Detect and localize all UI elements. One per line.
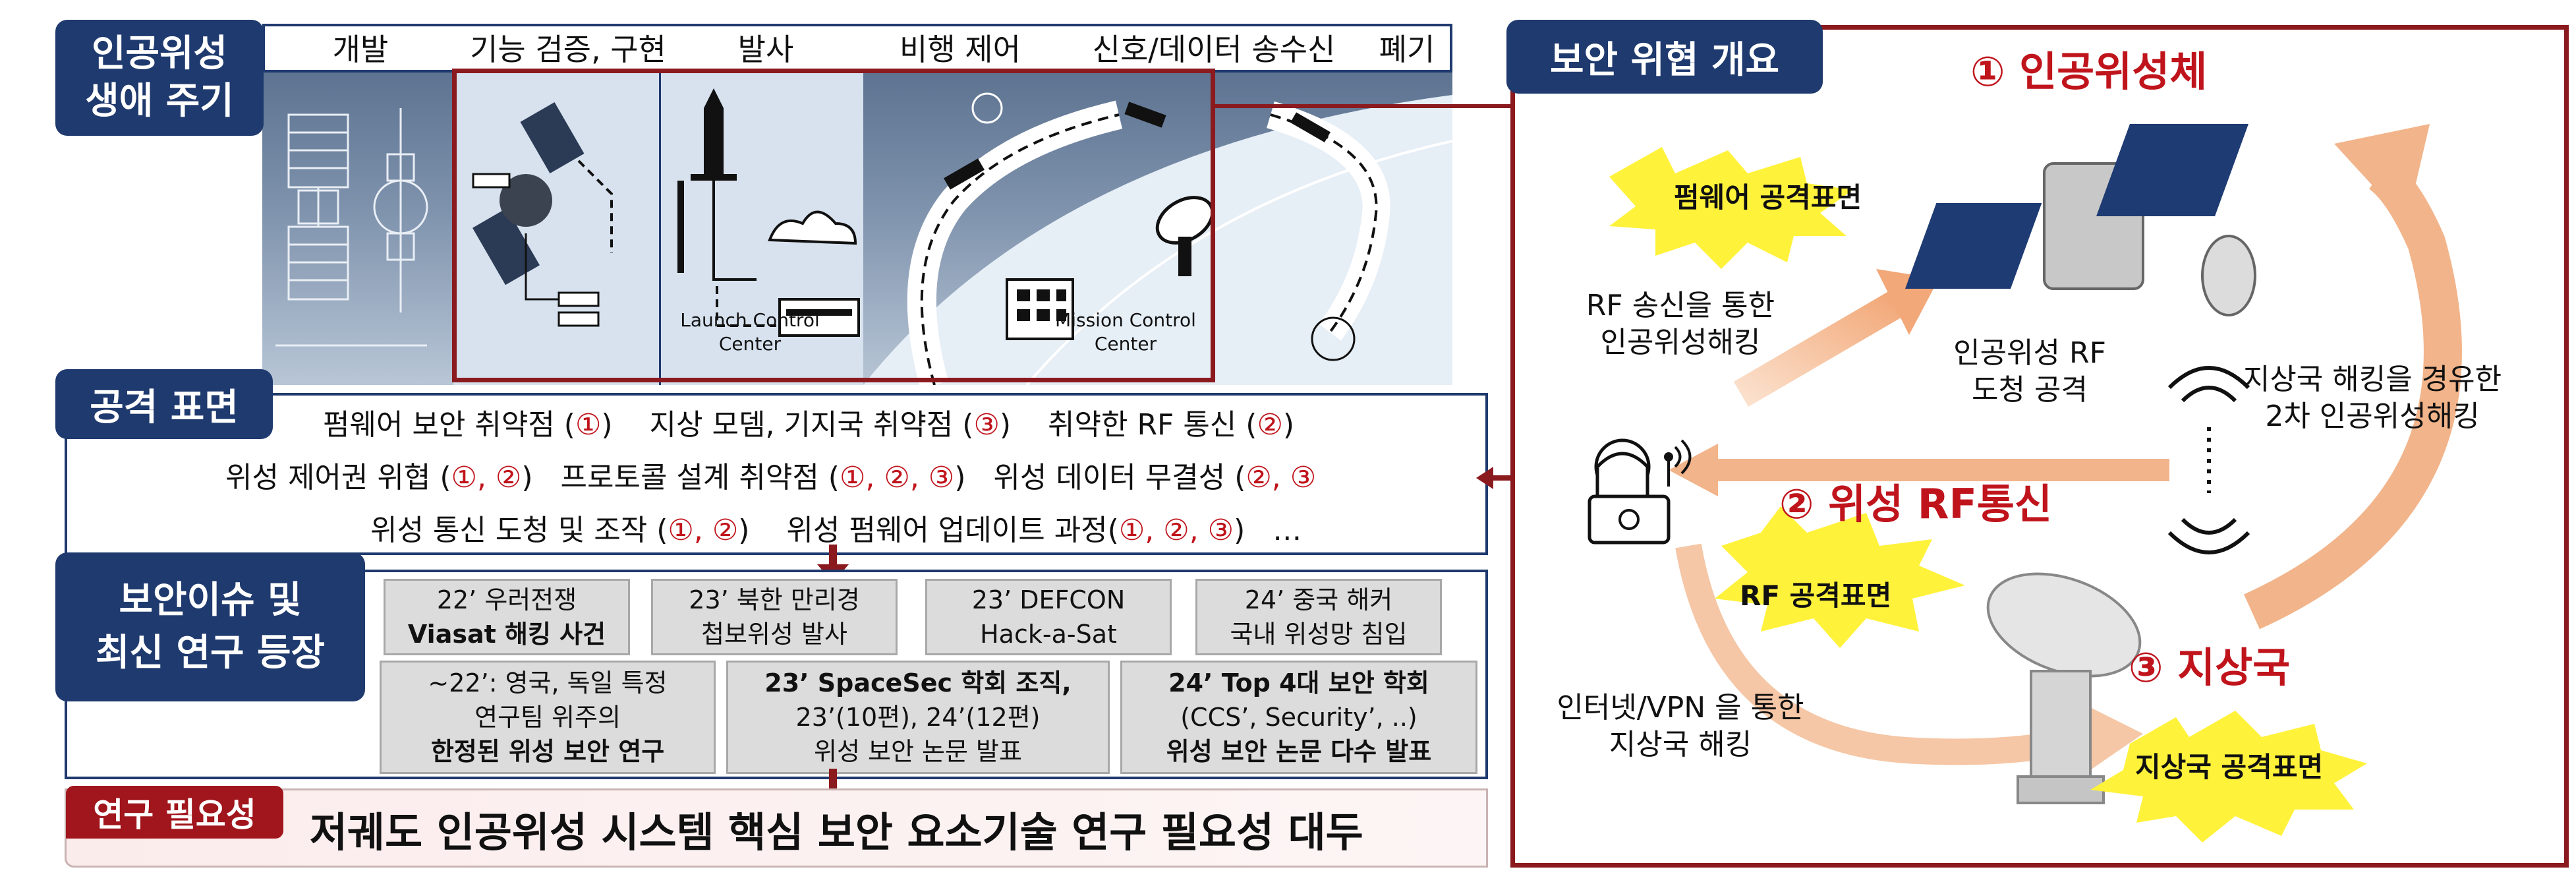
- mission-control-center-label: Mission Control Center: [1055, 309, 1196, 355]
- lifecycle-phase-header: 개발 기능 검증, 구현 발사 비행 제어 신호/데이터 송수신 폐기: [262, 24, 1452, 73]
- ground-burst: [2090, 711, 2367, 843]
- lifecycle-section: Launch Control Center Mission Control Ce…: [0, 0, 1489, 389]
- attack-surface-panel: 펌웨어 보안 취약점 (①) 지상 모뎀, 기지국 취약점 (③) 취약한 RF…: [65, 393, 1488, 555]
- phase-signal-data: 신호/데이터 송수신: [1092, 32, 1336, 67]
- attack-surface-title: 공격 표면: [55, 369, 273, 439]
- rf-burst: [1715, 506, 1965, 648]
- overview-title: 보안 위협 개요: [1506, 20, 1823, 94]
- research-need-tag: 연구 필요성: [66, 786, 283, 839]
- lifecycle-image-strip: Launch Control Center Mission Control Ce…: [262, 69, 1452, 385]
- phase-disposal: 폐기: [1379, 32, 1435, 67]
- ground-station-antenna-icon: [1986, 572, 2142, 804]
- launch-control-center-label: Launch Control Center: [680, 309, 820, 355]
- research-need-banner: [65, 788, 1488, 868]
- firmware-surface-label: 펌웨어 공격표면: [1674, 181, 1862, 214]
- satellite-heading: ① 인공위성체: [1970, 47, 2208, 96]
- security-issues-title: 보안이슈 및 최신 연구 등장: [55, 552, 365, 701]
- lifecycle-illustration: [275, 69, 1452, 385]
- ground-surface-label: 지상국 공격표면: [2135, 751, 2324, 783]
- lifecycle-highlight-box: [452, 69, 1215, 382]
- phase-development: 개발: [332, 32, 389, 67]
- hacker-icon: [1588, 438, 1692, 545]
- research-need-text: 저궤도 인공위성 시스템 핵심 보안 요소기술 연구 필요성 대두: [310, 808, 1363, 856]
- firmware-burst: [1609, 147, 1853, 269]
- lifecycle-title: 인공위성 생애 주기: [55, 20, 264, 136]
- research-top4: 24’ Top 4대 보안 학회(CCS’, Security’, ..)위성 …: [1120, 661, 1477, 774]
- ground-heading: ③ 지상국: [2129, 643, 2291, 692]
- signal-wave-icon: [2167, 366, 2250, 554]
- phase-launch: 발사: [737, 32, 794, 67]
- attack-surface-line-2: 위성 제어권 위협 (①, ②) 프로토콜 설계 취약점 (①, ②, ③) 위…: [225, 461, 1317, 494]
- attack-surface-line-1: 펌웨어 보안 취약점 (①) 지상 모뎀, 기지국 취약점 (③) 취약한 RF…: [323, 408, 1295, 442]
- phase-verification: 기능 검증, 구현: [470, 32, 666, 67]
- rf-surface-label: RF 공격표면: [1740, 579, 1892, 612]
- overview-flow-arrows: [1588, 124, 2462, 843]
- satellite-icon: [1905, 124, 2256, 316]
- lifecycle-to-overview-connector: [1215, 104, 1513, 108]
- research-spacesec: 23’ SpaceSec 학회 조직,23’(10편), 24’(12편)위성 …: [726, 661, 1110, 774]
- attack-surface-line-3: 위성 통신 도청 및 조작 (①, ②) 위성 펌웨어 업데이트 과정(①, ②…: [370, 514, 1302, 547]
- phase-flight-control: 비행 제어: [900, 32, 1021, 67]
- rf-heading: ② 위성 RF통신: [1779, 480, 2052, 528]
